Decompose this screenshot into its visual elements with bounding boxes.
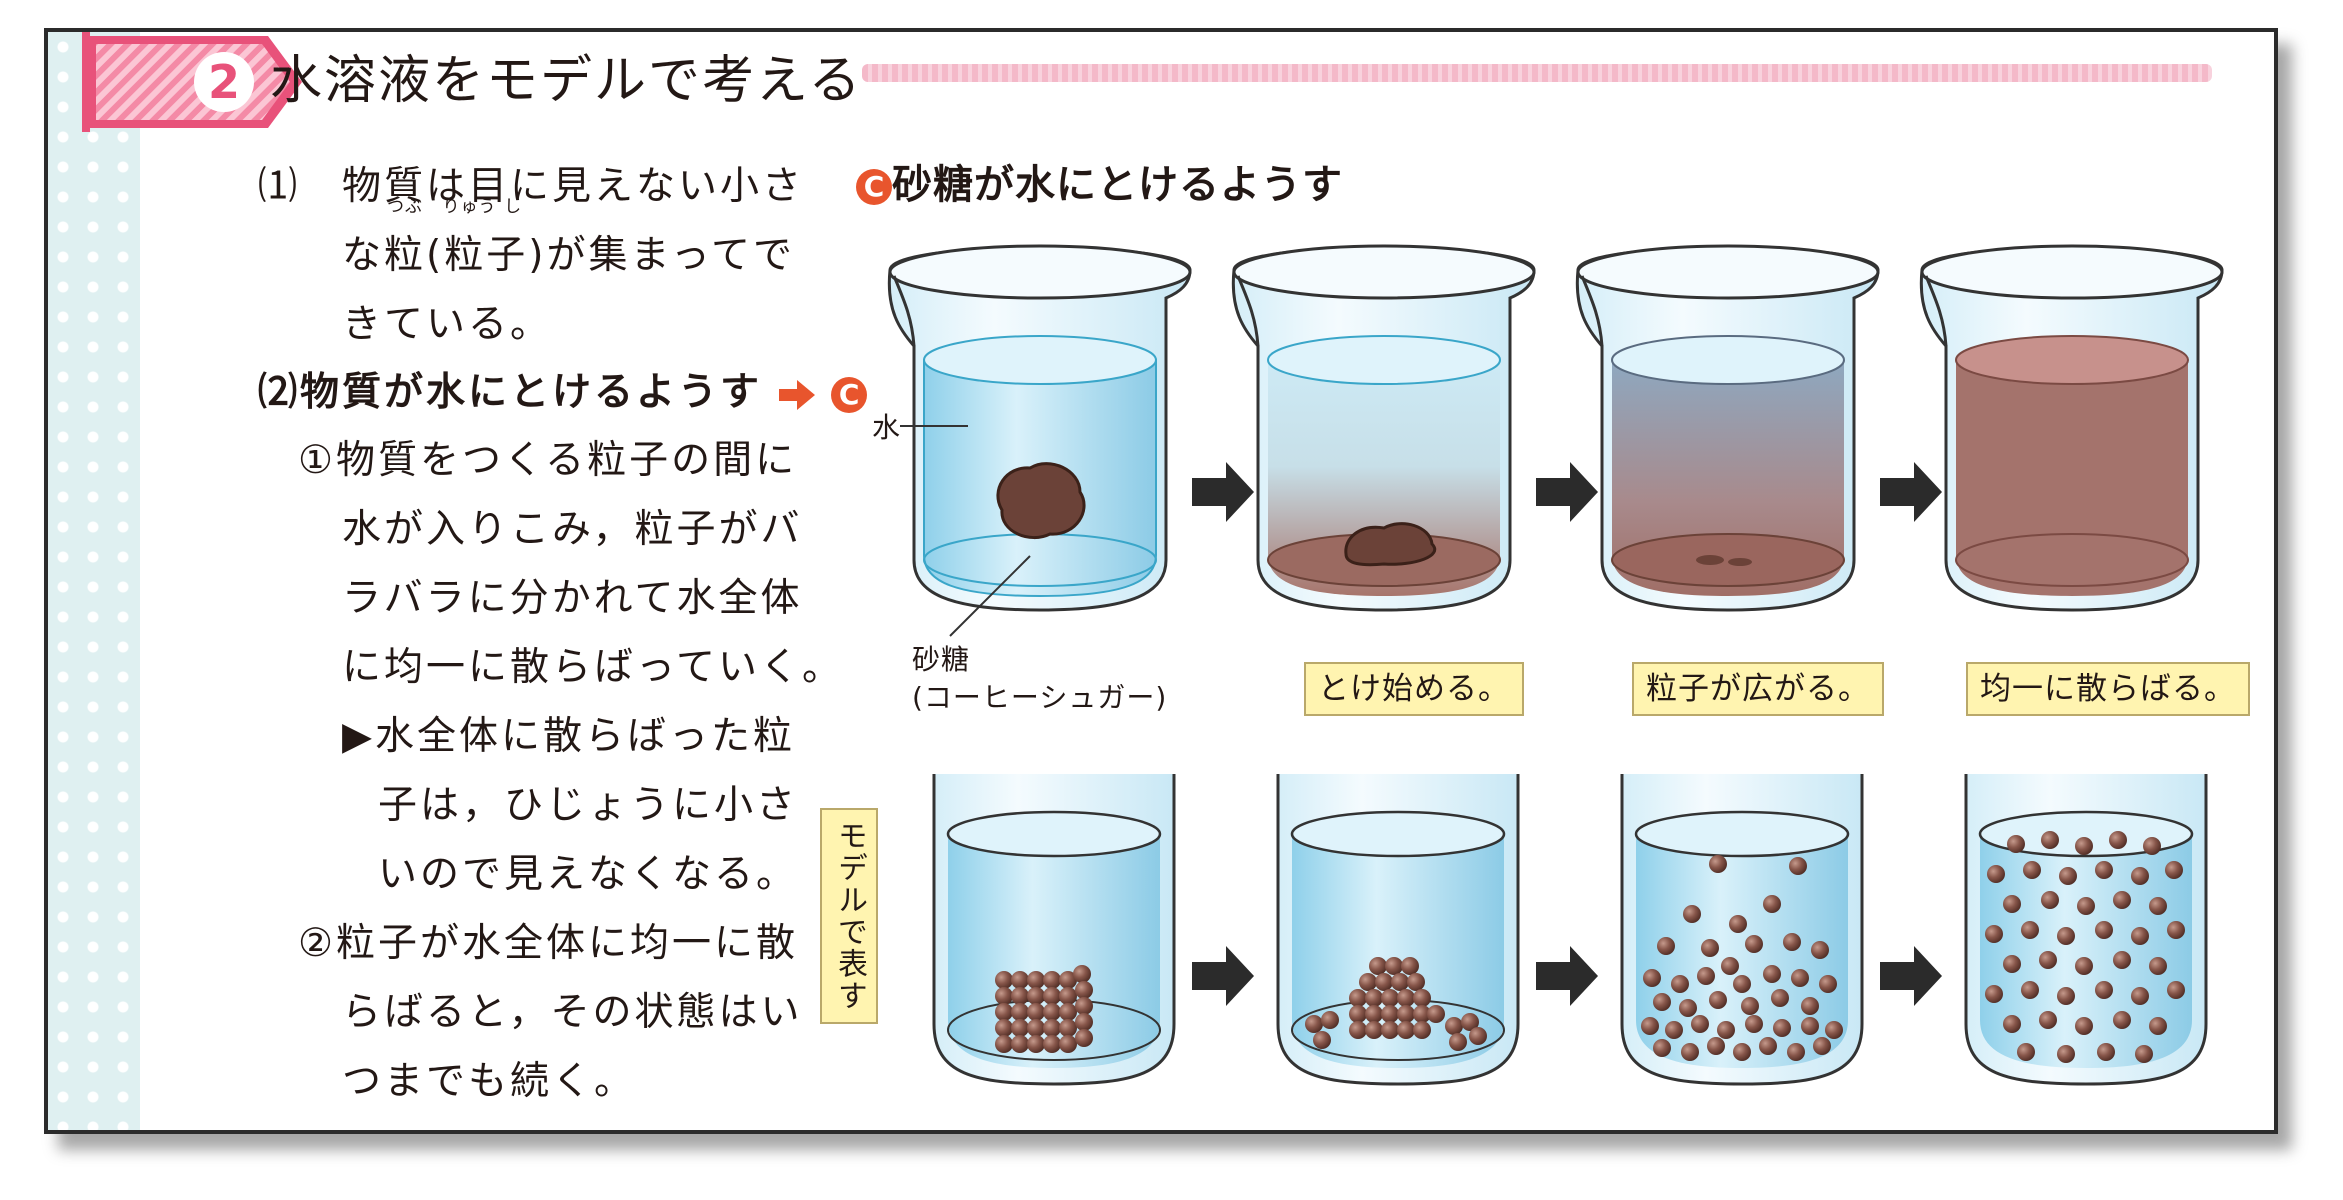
beaker-3 (1575, 244, 1880, 612)
ruby-shi: し (504, 197, 523, 217)
model-tube-4 (1964, 772, 2208, 1086)
page-title: 水溶液をモデルで考える (270, 51, 863, 111)
point-1-line-3: きている。 (342, 302, 553, 347)
note-line-3: いので見えなくなる。 (378, 852, 799, 897)
step-1-line-3: ラバラに分かれて水全体 (342, 576, 803, 621)
figure-c-mark: C (831, 376, 868, 413)
point-2-heading: ⑵物質が水にとけるようす C (258, 358, 868, 427)
step-2-line-3: つまでも続く。 (342, 1059, 637, 1104)
step-2-line-2: らばると，その状態はい (342, 990, 803, 1035)
point-1-number: ⑴ (258, 164, 301, 209)
section-number-tab (82, 32, 302, 132)
section-number: 2 (207, 55, 240, 109)
step-1-line-4: に均一に散らばっていく。 (342, 645, 845, 690)
model-tube-1 (932, 772, 1176, 1086)
point-1-line-2: なつぶ粒(りゅうし粒子)が集まってで (342, 197, 795, 279)
step-2-line-1: ②粒子が水全体に均一に散 (298, 921, 798, 966)
model-tube-3 (1620, 772, 1864, 1086)
step-1-line-1: ①物質をつくる粒子の間に (298, 438, 798, 483)
title-decorative-rule (862, 64, 2212, 82)
label-water: 水 (872, 411, 902, 444)
caption-evenly-dispersed: 均一に散らばる。 (1966, 662, 2250, 716)
arrow-right-icon (778, 379, 815, 410)
model-tube-2 (1276, 772, 1520, 1086)
label-sugar: 砂糖 (912, 643, 971, 676)
figure-c-mark-title: C (856, 169, 892, 205)
note-line-1: ▶水全体に散らばった粒 (342, 714, 795, 759)
caption-particles-spread: 粒子が広がる。 (1632, 662, 1884, 716)
dotted-side-strip (48, 32, 140, 1130)
step-1-line-2: 水が入りこみ，粒子がバ (342, 507, 803, 552)
caption-start-dissolving: とけ始める。 (1304, 662, 1524, 716)
beaker-2 (1231, 244, 1536, 612)
model-label: モデルで表す (820, 808, 878, 1024)
ruby-tsubu: つぶ (387, 197, 424, 217)
beaker-4 (1919, 244, 2224, 612)
ruby-ryu: りゅう (442, 197, 497, 217)
point-1-line-1: 物質は目に見えない小さ (342, 164, 805, 209)
beaker-1 (887, 244, 1192, 612)
label-coffee-sugar: (コーヒーシュガー) (912, 681, 1168, 714)
note-line-2: 子は，ひじょうに小さ (378, 783, 799, 828)
